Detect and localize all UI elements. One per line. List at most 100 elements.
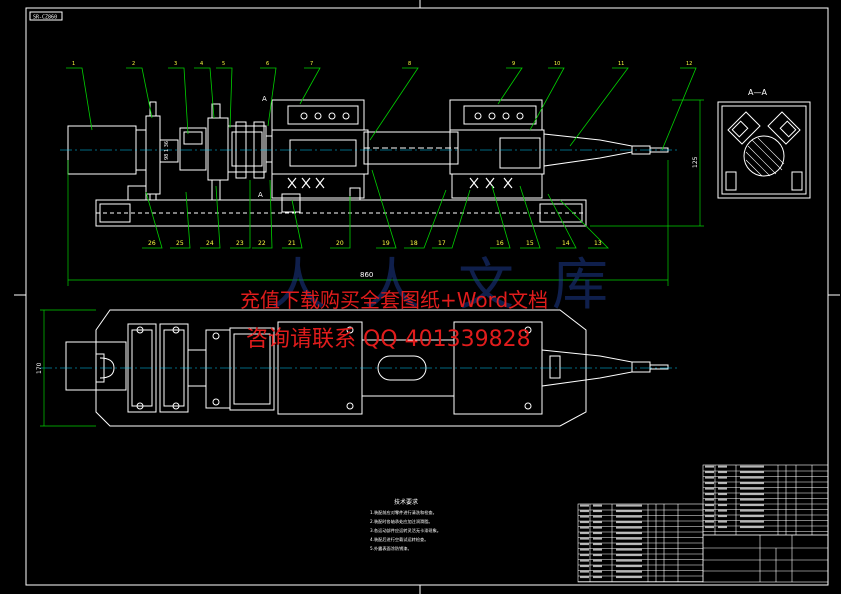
table-cell-text-mark — [718, 515, 727, 518]
table-cell-text-mark — [580, 554, 589, 557]
callout-leader-25 — [170, 191, 191, 249]
table-cell-text-mark — [705, 515, 714, 518]
callout-label-17: 17 — [438, 240, 446, 247]
table-cell-text-mark — [740, 471, 764, 474]
callout-leader-4 — [194, 67, 215, 119]
table-cell-text-mark — [580, 521, 589, 524]
table-cell-text-mark — [593, 570, 602, 573]
callout-leader-16 — [490, 185, 511, 249]
table-cell-text-mark — [740, 509, 764, 512]
table-cell-text-mark — [593, 559, 602, 562]
top-view-dimension — [40, 309, 96, 427]
table-cell-text-mark — [705, 504, 714, 507]
table-cell-text-mark — [580, 576, 589, 579]
title-tag-text: SR-CZ860 — [33, 15, 57, 21]
callout-label-21: 21 — [288, 240, 296, 247]
table-cell-text-mark — [740, 487, 764, 490]
table-cell-text-mark — [580, 515, 589, 518]
callout-label-3: 3 — [174, 61, 177, 67]
table-cell-text-mark — [616, 504, 642, 507]
table-cell-text-mark — [718, 493, 727, 496]
table-cell-text-mark — [718, 487, 727, 490]
table-cell-text-mark — [580, 543, 589, 546]
callout-leader-3 — [168, 67, 189, 135]
table-cell-text-mark — [616, 526, 642, 529]
callout-leader-1 — [66, 67, 93, 131]
table-cell-text-mark — [718, 465, 727, 468]
callout-leader-12 — [661, 67, 697, 151]
callout-label-13: 13 — [594, 240, 602, 247]
dimension-length-label: 860 — [360, 271, 373, 279]
table-cell-text-mark — [593, 576, 602, 579]
callout-label-10: 10 — [554, 61, 560, 67]
table-cell-text-mark — [580, 548, 589, 551]
callout-label-7: 7 — [310, 61, 313, 67]
callout-label-12: 12 — [686, 61, 692, 67]
table-cell-text-mark — [740, 515, 764, 518]
table-cell-text-mark — [718, 526, 727, 529]
callout-label-8: 8 — [408, 61, 411, 67]
table-cell-text-mark — [705, 482, 714, 485]
callout-label-23: 23 — [236, 240, 244, 247]
callout-leader-8 — [369, 67, 419, 141]
table-cell-text-mark — [705, 471, 714, 474]
callout-label-11: 11 — [618, 61, 624, 67]
table-cell-text-mark — [740, 482, 764, 485]
callout-leader-21 — [282, 199, 303, 249]
callout-label-26: 26 — [148, 240, 156, 247]
callout-label-4: 4 — [200, 61, 203, 67]
callout-label-20: 20 — [336, 240, 344, 247]
callout-leader-11 — [569, 67, 629, 147]
note-line-2: 2.装配时各轴承处应加注润滑脂。 — [370, 518, 433, 525]
table-cell-text-mark — [740, 493, 764, 496]
table-cell-text-mark — [718, 476, 727, 479]
callout-leader-13 — [559, 199, 609, 249]
section-a-a-label: A—A — [748, 88, 767, 97]
side-view-dimensions — [67, 99, 704, 286]
table-cell-text-mark — [580, 570, 589, 573]
table-cell-text-mark — [616, 510, 642, 513]
notes-title: 技术要求 — [394, 498, 418, 506]
table-cell-text-mark — [580, 510, 589, 513]
callout-leader-20 — [330, 196, 351, 249]
table-cell-text-mark — [593, 526, 602, 529]
side-view — [67, 99, 669, 227]
table-cell-text-mark — [705, 509, 714, 512]
callout-leader-17 — [432, 189, 471, 249]
callout-label-5: 5 — [222, 61, 225, 67]
note-line-3: 3.各运动部件应运转灵活无卡滞现象。 — [370, 527, 441, 534]
note-line-4: 4.装配后进行空载试运转检查。 — [370, 536, 428, 543]
table-cell-text-mark — [705, 465, 714, 468]
callout-label-14: 14 — [562, 240, 570, 247]
watermark-logo: 人人文库 — [270, 253, 646, 318]
view-marker-a-bottom: A — [258, 191, 263, 199]
callout-leader-15 — [519, 185, 541, 249]
callout-leader-24 — [200, 185, 221, 249]
table-cell-text-mark — [616, 515, 642, 518]
table-cell-text-mark — [616, 548, 642, 551]
table-cell-text-mark — [593, 532, 602, 535]
table-cell-text-mark — [616, 570, 642, 573]
callout-leader-23 — [230, 180, 251, 249]
table-cell-text-mark — [740, 498, 764, 501]
view-marker-a-top: A — [262, 95, 267, 103]
table-cell-text-mark — [593, 510, 602, 513]
table-cell-text-mark — [616, 565, 642, 568]
dimension-small-left-label: 98 1 36 — [164, 141, 170, 160]
callout-leader-5 — [216, 67, 233, 129]
table-cell-text-mark — [740, 465, 764, 468]
table-cell-text-mark — [593, 504, 602, 507]
table-cell-text-mark — [718, 520, 727, 523]
title-block — [702, 534, 829, 583]
callout-label-6: 6 — [266, 61, 269, 67]
table-cell-text-mark — [740, 504, 764, 507]
callout-label-18: 18 — [410, 240, 418, 247]
note-line-1: 1.装配前应对零件进行清洗和检查。 — [370, 509, 437, 516]
table-cell-text-mark — [718, 498, 727, 501]
table-cell-text-mark — [580, 537, 589, 540]
table-cell-text-mark — [616, 521, 642, 524]
callout-leader-22 — [252, 179, 273, 249]
table-cell-text-mark — [580, 526, 589, 529]
callout-label-15: 15 — [526, 240, 534, 247]
note-line-5: 5.外露表面涂防锈漆。 — [370, 545, 412, 552]
